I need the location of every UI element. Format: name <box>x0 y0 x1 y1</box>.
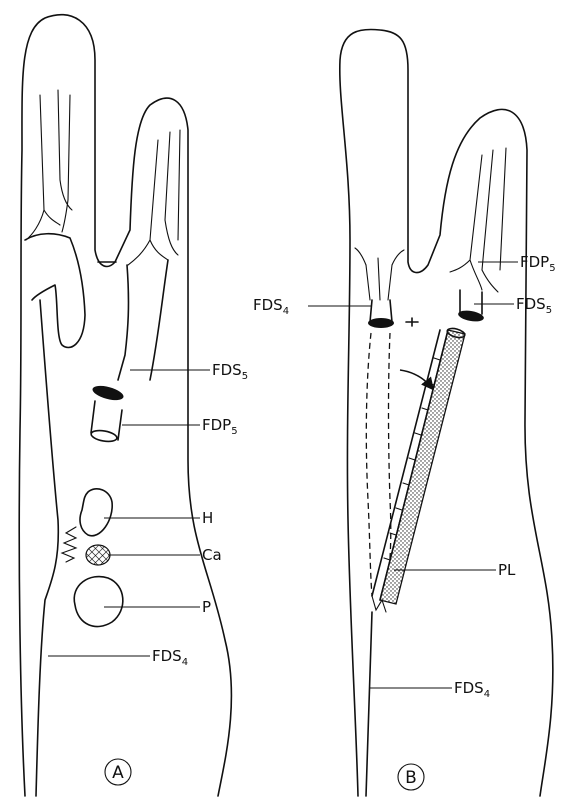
label-p-a: P <box>202 598 211 616</box>
zigzag-nerve <box>62 527 76 562</box>
structure-p <box>74 577 123 627</box>
hand-outline-a <box>19 15 231 796</box>
fdp5-cut-tendon-a <box>90 401 122 443</box>
label-fds4-b: FDS4 <box>454 679 490 700</box>
fds5-cut-end-b <box>457 309 484 323</box>
panel-label-b: B <box>405 768 417 788</box>
fds4-tendon-b <box>366 612 372 796</box>
fds5-cut-end-a <box>91 383 125 403</box>
structure-ca <box>86 545 110 565</box>
panel-label-a: A <box>112 763 124 783</box>
label-fds5-a: FDS5 <box>212 361 248 382</box>
fds4-cut-end-b <box>368 318 394 328</box>
panel-b: FDP5 FDS4 FDS5 PL FDS4 B <box>253 29 556 796</box>
fds4-original-course-dashed <box>366 333 390 598</box>
fds4-tendon-a <box>36 300 58 796</box>
tendons-finger-4-a <box>25 90 85 347</box>
pl-graft <box>380 330 465 604</box>
label-ca-a: Ca <box>202 546 222 564</box>
hand-outline-b <box>340 29 553 796</box>
label-fdp5-b: FDP5 <box>520 253 556 274</box>
structure-h <box>80 489 112 536</box>
panel-a: FDS5 FDP5 H Ca P FDS4 A <box>19 15 248 796</box>
label-fds5-b: FDS5 <box>516 295 552 316</box>
tendons-finger-5-b <box>450 148 506 323</box>
label-h-a: H <box>202 509 213 527</box>
label-fdp5-a: FDP5 <box>202 416 238 437</box>
label-pl-b: PL <box>498 561 516 579</box>
tendons-finger-5-a <box>98 130 180 380</box>
label-fds4-top-b: FDS4 <box>253 296 289 317</box>
label-fds4-a: FDS4 <box>152 647 188 668</box>
transferred-fds4-tendon <box>372 330 448 600</box>
